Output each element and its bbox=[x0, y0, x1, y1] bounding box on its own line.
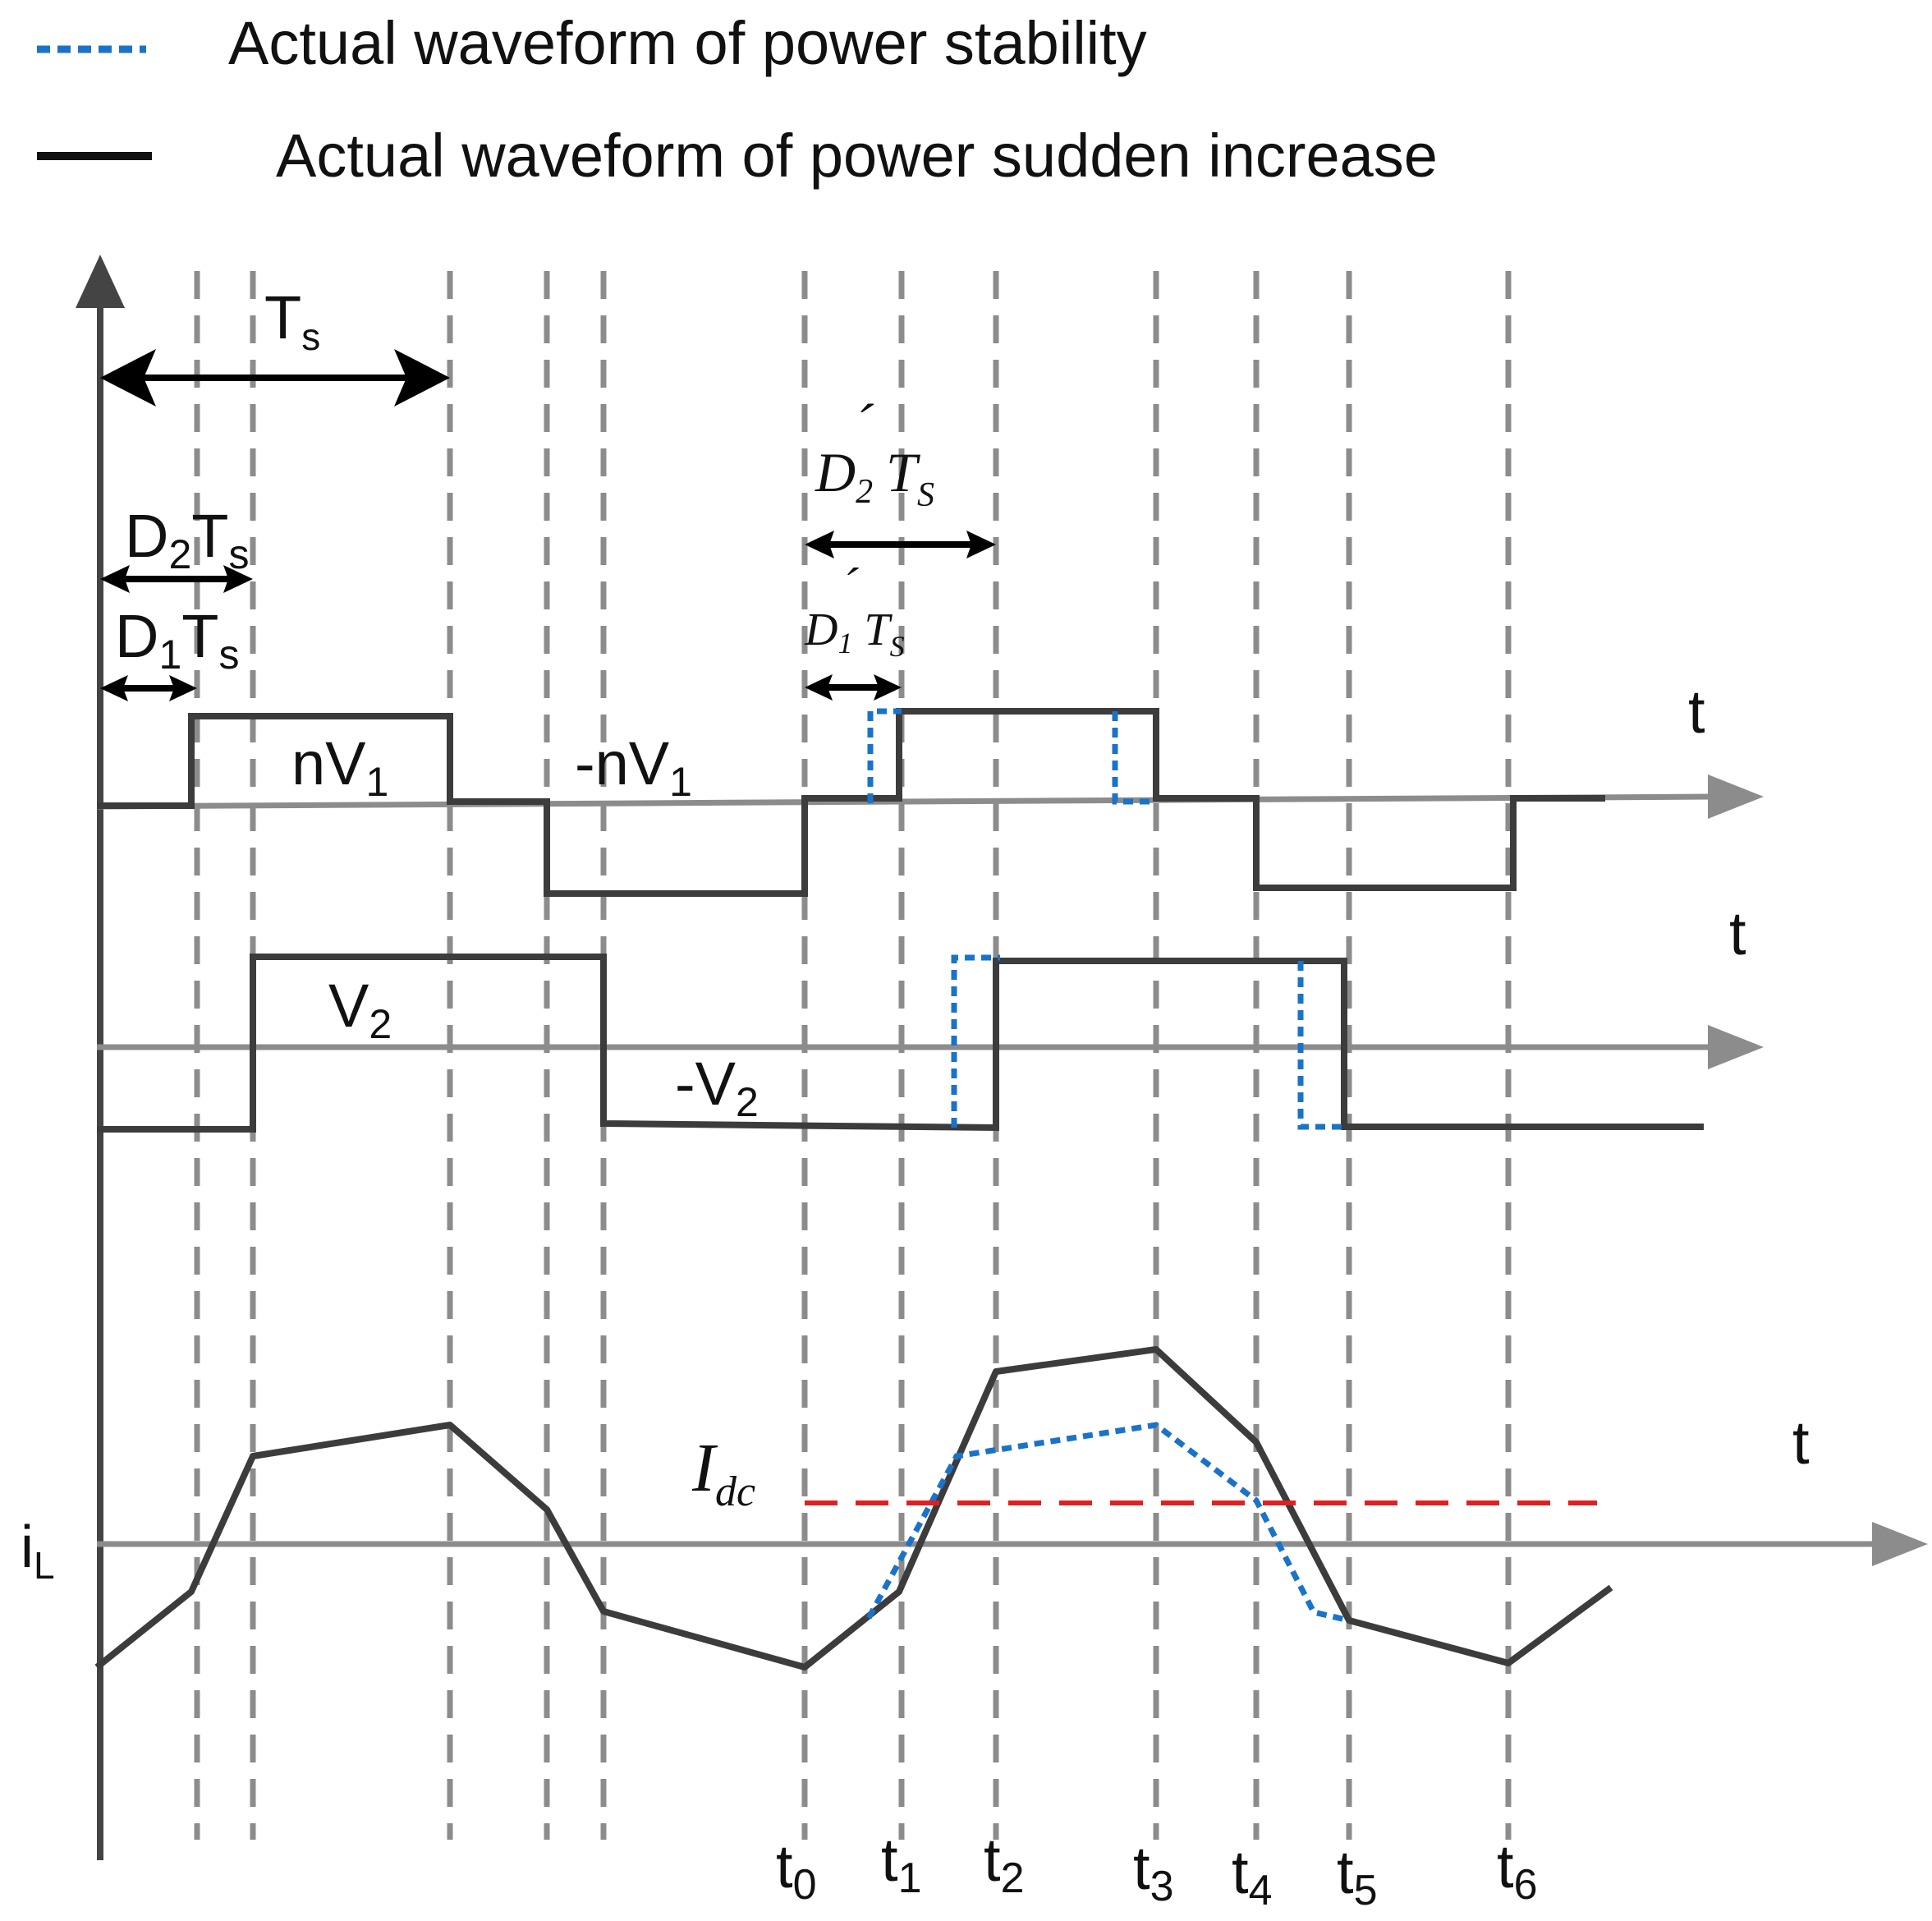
legend-solid-label: Actual waveform of power sudden increase bbox=[276, 122, 1438, 190]
time-mark-t4: t4 bbox=[1232, 1838, 1272, 1914]
t-axis-label-1: t bbox=[1688, 678, 1705, 746]
main-vertical-axis bbox=[76, 255, 125, 1860]
time-mark-t1: t1 bbox=[881, 1826, 921, 1902]
time-mark-t6: t6 bbox=[1497, 1832, 1537, 1909]
il-waveform-dotted bbox=[865, 1422, 1350, 1624]
time-axes bbox=[96, 774, 1928, 1566]
t-axis-label-3: t bbox=[1792, 1409, 1810, 1477]
duration-arrows bbox=[100, 349, 996, 701]
neg-v2-label: -V2 bbox=[675, 1050, 759, 1125]
time-mark-t2: t2 bbox=[984, 1826, 1024, 1902]
time-mark-t0: t0 bbox=[776, 1832, 816, 1909]
svg-text:´: ´ bbox=[854, 393, 874, 457]
il-label: iL bbox=[21, 1514, 55, 1587]
neg-nv1-label: -nV1 bbox=[575, 729, 692, 805]
time-mark-t3: t3 bbox=[1133, 1834, 1173, 1910]
il-waveform-solid bbox=[94, 1346, 1613, 1671]
legend: Actual waveform of power stability Actua… bbox=[37, 9, 1438, 190]
v2-waveform-solid bbox=[97, 954, 1704, 1133]
legend-dotted-label: Actual waveform of power stability bbox=[228, 9, 1147, 77]
svg-text:´: ´ bbox=[842, 558, 859, 613]
v2-waveform-dotted bbox=[951, 954, 1347, 1130]
t-axis-label-2: t bbox=[1729, 899, 1746, 967]
v2-label: V2 bbox=[328, 972, 392, 1047]
axis-nv1 bbox=[96, 793, 1713, 810]
nv1-waveform-solid bbox=[97, 708, 1605, 897]
nv1-label: nV1 bbox=[291, 729, 388, 805]
idc-label: Idc bbox=[691, 1430, 755, 1515]
time-mark-labels: t0 t1 t2 t3 t4 t5 t6 bbox=[776, 1826, 1537, 1914]
time-mark-t5: t5 bbox=[1337, 1838, 1377, 1914]
d1ts-label: D1Ts bbox=[115, 602, 239, 678]
ts-label: Ts bbox=[264, 283, 320, 358]
d2ts-label: D2Ts bbox=[125, 502, 249, 577]
nv1-waveform-dotted bbox=[867, 708, 1156, 805]
